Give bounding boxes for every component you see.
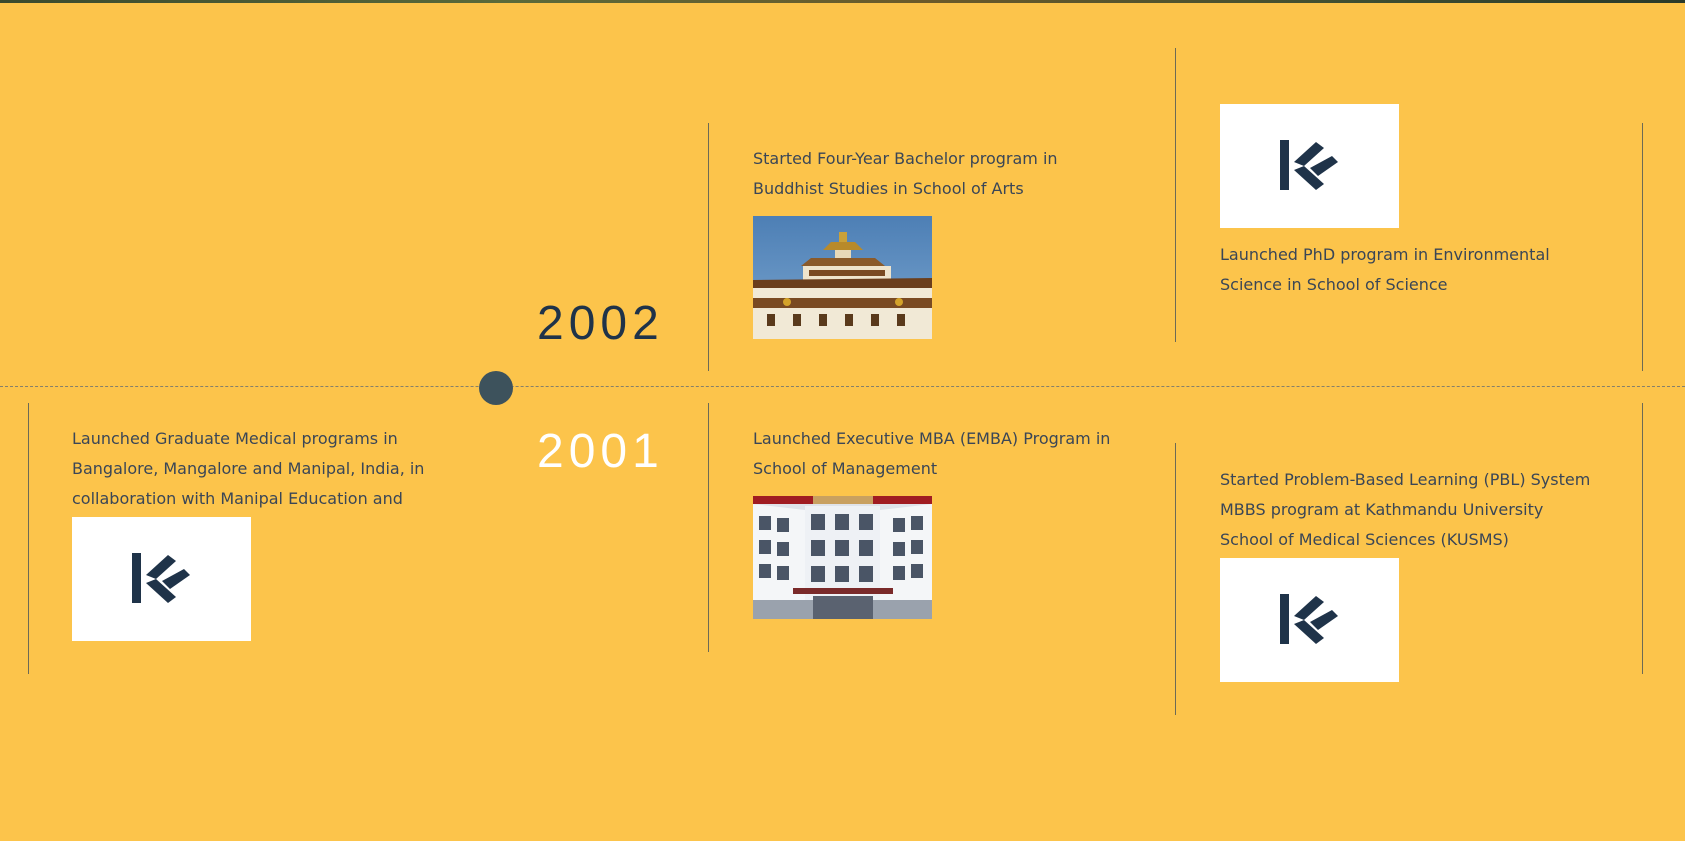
ku-logo bbox=[72, 517, 251, 641]
column-divider bbox=[1642, 123, 1643, 371]
entry-text: Started Problem-Based Learning (PBL) Sys… bbox=[1220, 470, 1591, 549]
year-label-2002: 2002 bbox=[537, 297, 664, 350]
timeline-entry-phd-environmental: Launched PhD program in Environmental Sc… bbox=[1220, 240, 1592, 300]
entry-text: Started Four-Year Bachelor program in Bu… bbox=[753, 149, 1058, 198]
entry-text: Launched Executive MBA (EMBA) Program in… bbox=[753, 429, 1111, 478]
ku-logo bbox=[1220, 558, 1399, 682]
column-divider bbox=[1642, 403, 1643, 674]
header-image-strip bbox=[0, 0, 1685, 3]
ku-logo bbox=[1220, 104, 1399, 228]
entry-text: Launched Graduate Medical programs in Ba… bbox=[72, 429, 425, 508]
year-label-2001: 2001 bbox=[537, 425, 664, 478]
management-school-building-photo bbox=[753, 496, 932, 619]
timeline-entry-graduate-medical: Launched Graduate Medical programs in Ba… bbox=[72, 424, 444, 508]
timeline-entry-pbl-system: Started Problem-Based Learning (PBL) Sys… bbox=[1220, 465, 1592, 555]
column-divider bbox=[708, 403, 709, 652]
entry-text: Launched PhD program in Environmental Sc… bbox=[1220, 245, 1550, 294]
column-divider bbox=[1175, 443, 1176, 715]
timeline-line bbox=[0, 386, 1685, 387]
timeline-entry-emba: Launched Executive MBA (EMBA) Program in… bbox=[753, 424, 1125, 484]
monastery-building-photo bbox=[753, 216, 932, 339]
column-divider bbox=[28, 403, 29, 674]
column-divider bbox=[708, 123, 709, 371]
column-divider bbox=[1175, 48, 1176, 342]
timeline-entry-bachelor-buddhist: Started Four-Year Bachelor program in Bu… bbox=[753, 144, 1125, 204]
timeline-dot[interactable] bbox=[479, 371, 513, 405]
